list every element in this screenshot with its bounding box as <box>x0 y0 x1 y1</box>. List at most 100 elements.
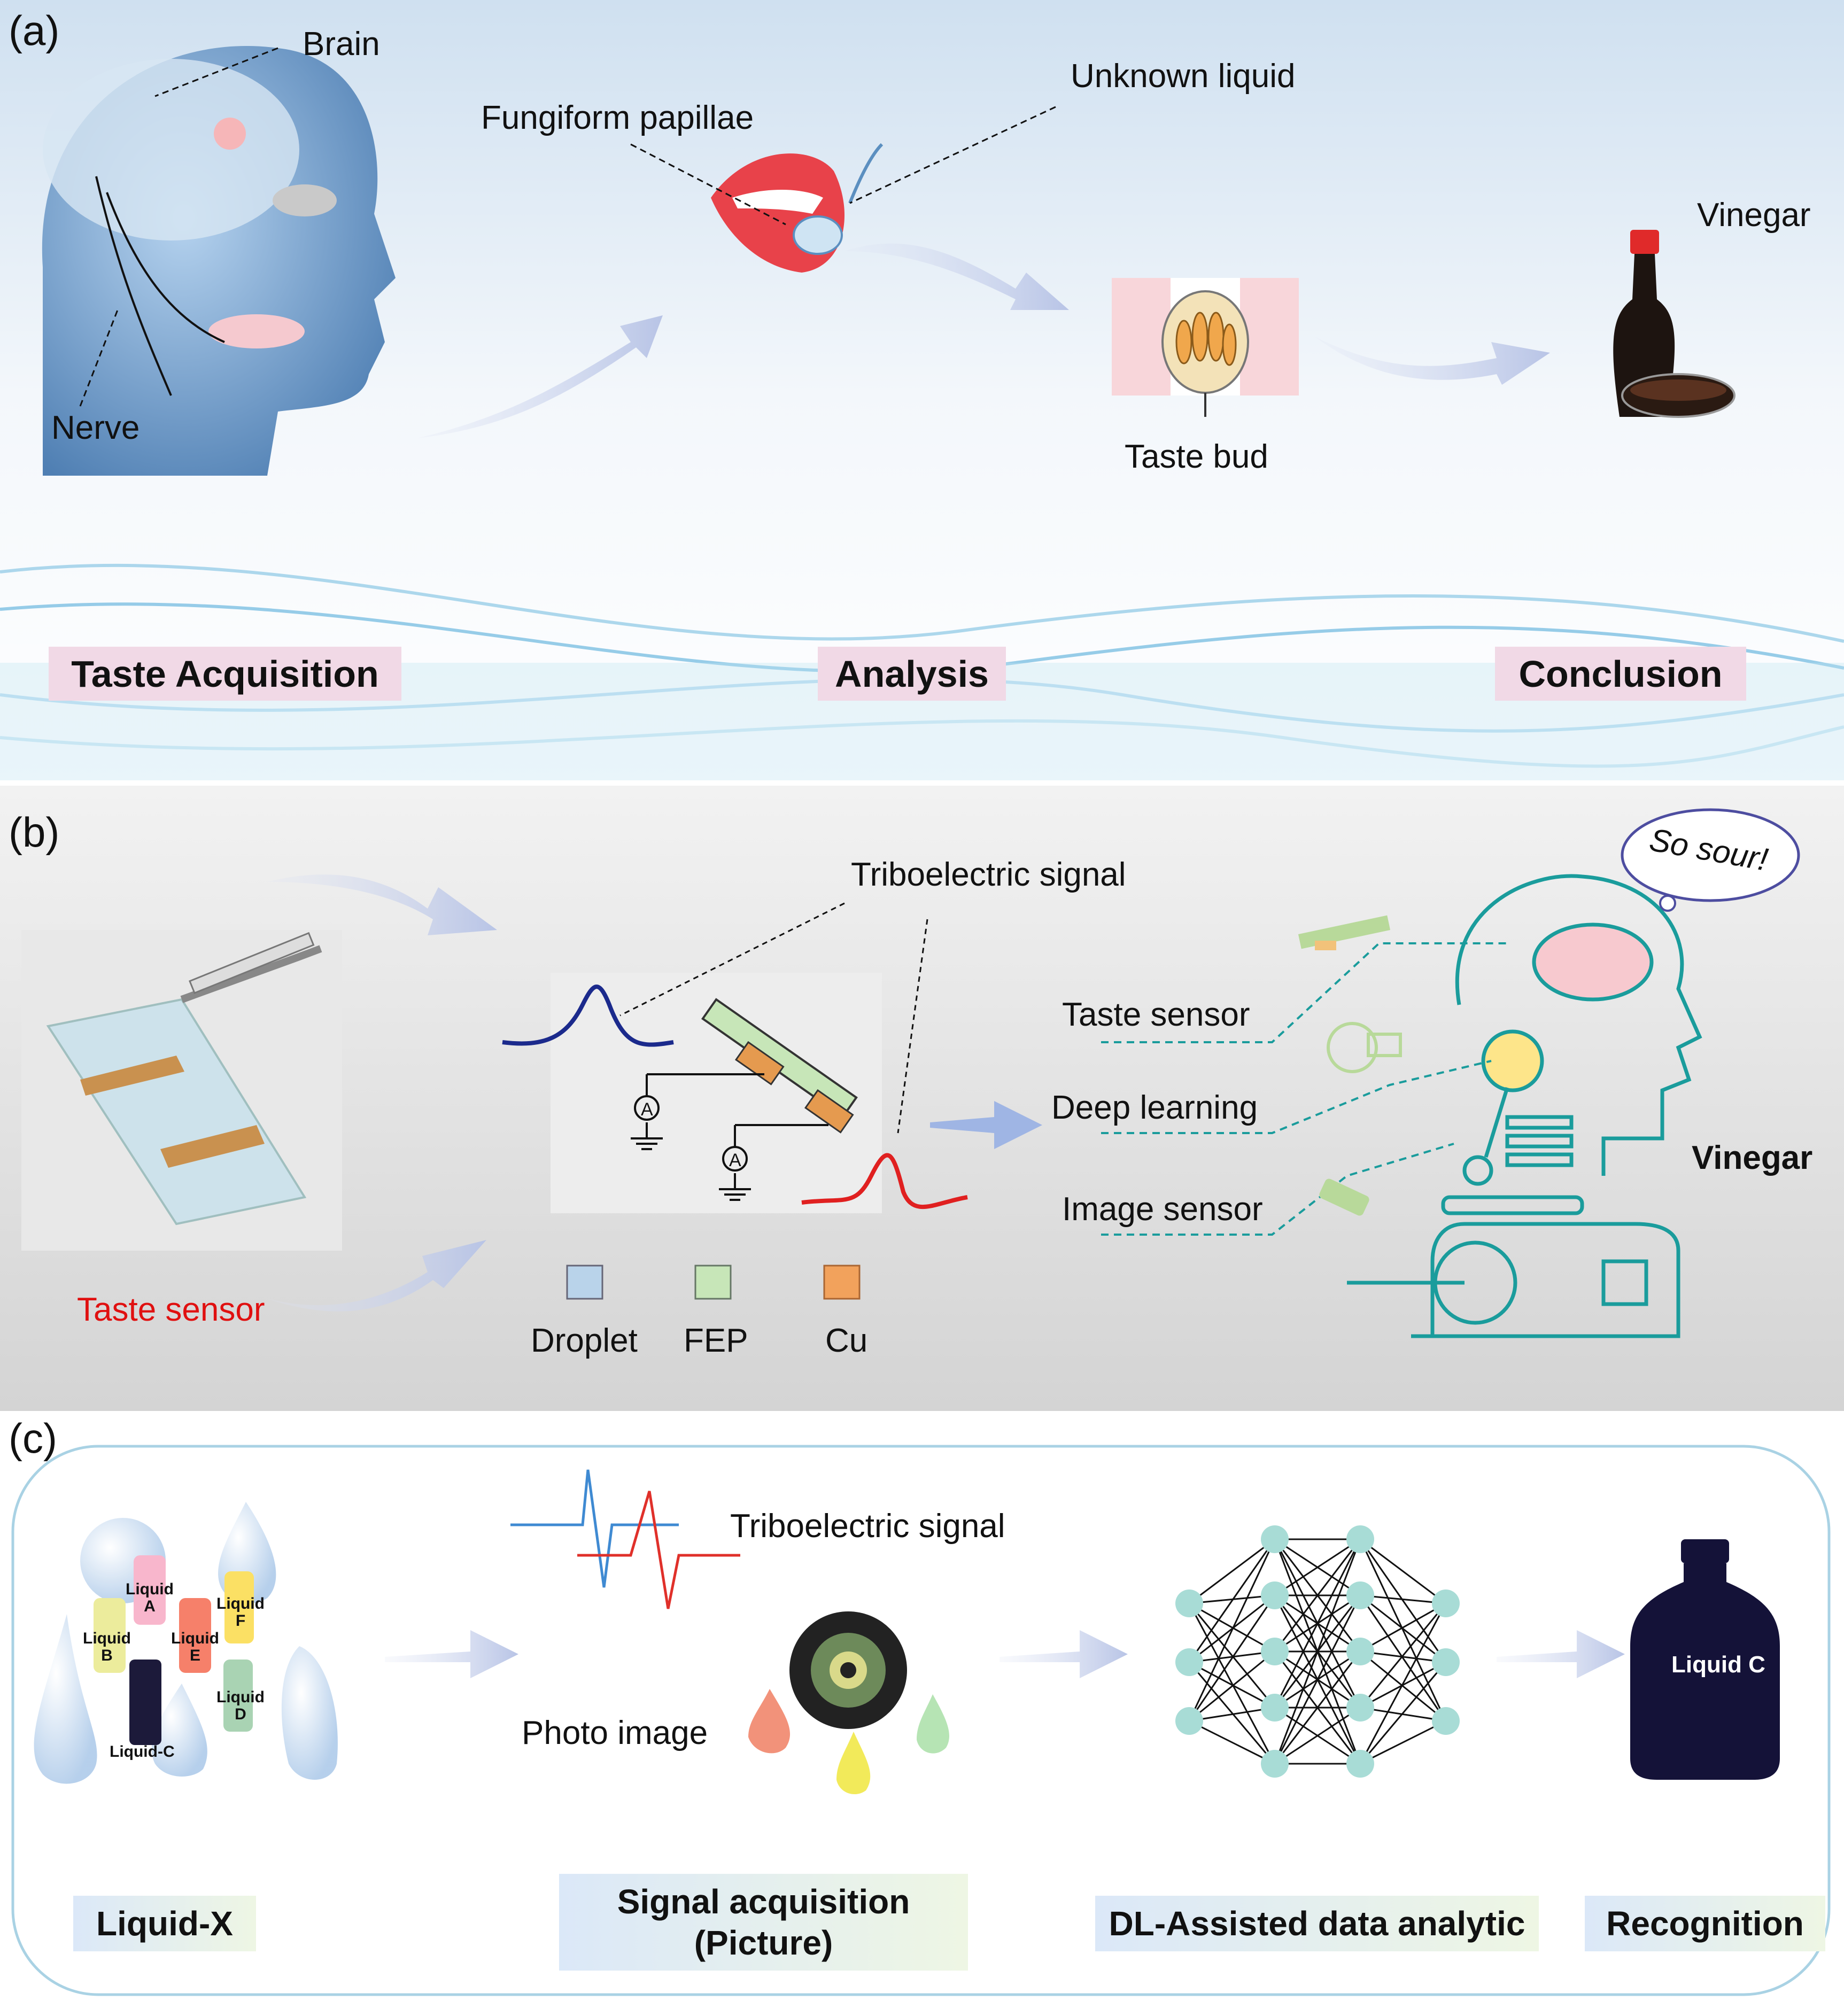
brain-icon <box>43 59 299 241</box>
nn-connection <box>1189 1602 1275 1653</box>
ai-robot-head-illustration <box>1347 874 1702 1338</box>
image-sensor-mini-icon <box>1319 1178 1369 1216</box>
nn-node <box>1432 1707 1460 1735</box>
arrow-icon <box>844 243 1069 310</box>
nn-node <box>1261 1638 1289 1665</box>
arrow-icon <box>385 1630 518 1678</box>
step-recognition: Recognition <box>1585 1896 1825 1951</box>
nn-connection <box>1274 1707 1361 1765</box>
bottle-label-id: A <box>144 1597 156 1615</box>
liquid-c-bottle-label: Liquid C <box>1671 1651 1765 1678</box>
nn-node <box>1346 1638 1374 1665</box>
nn-connection <box>1189 1661 1275 1709</box>
nn-connection <box>1274 1539 1361 1764</box>
nn-node <box>1261 1694 1289 1722</box>
nn-connection <box>1188 1603 1276 1764</box>
blue-signal-wave <box>502 984 674 1047</box>
nn-connection <box>1360 1650 1446 1722</box>
bottle-label-liquid-c: Liquid-C <box>110 1743 175 1761</box>
arrow-icon <box>267 1240 486 1312</box>
nn-connection <box>1360 1538 1446 1604</box>
nn-connection <box>1360 1602 1446 1653</box>
nn-connection <box>1188 1662 1276 1764</box>
nn-connection <box>1189 1720 1275 1765</box>
nn-node <box>1175 1648 1203 1676</box>
taste-bud-illustration <box>1112 278 1299 417</box>
vinegar-bottle-illustration <box>1613 230 1735 418</box>
bottle-label-text: Liquid <box>216 1595 265 1612</box>
nn-connection <box>1274 1539 1361 1708</box>
legend-swatch-droplet <box>566 1265 603 1300</box>
stage-conclusion: Conclusion <box>1495 647 1746 701</box>
arrow-icon <box>930 1101 1042 1149</box>
nn-connection <box>1360 1650 1446 1663</box>
bottle-label-id: E <box>189 1646 200 1664</box>
ammeter-label: A <box>641 1099 653 1120</box>
triboelectric-circuit <box>502 902 968 1213</box>
label-brain: Brain <box>303 26 380 63</box>
triboelectric-signal-plot <box>510 1469 740 1609</box>
nn-node <box>1346 1581 1374 1609</box>
speech-bubble-icon <box>1621 808 1800 912</box>
nn-connection <box>1274 1538 1361 1596</box>
step-signal-acquisition: Signal acquisition (Picture) <box>559 1874 968 1971</box>
nn-node <box>1261 1581 1289 1609</box>
step-liquid-x: Liquid-X <box>73 1896 256 1951</box>
camera-lens-icon <box>789 1611 907 1729</box>
legend-label-droplet: Droplet <box>531 1322 638 1359</box>
stage-taste-acquisition: Taste Acquisition <box>49 647 401 701</box>
label-c-triboelectric-signal: Triboelectric signal <box>730 1508 1005 1545</box>
taste-sensor-mini-icon <box>1298 915 1391 950</box>
arrow-icon <box>1315 337 1550 385</box>
nn-connection <box>1359 1539 1447 1663</box>
nn-node <box>1432 1648 1460 1676</box>
arrow-icon <box>417 315 663 438</box>
nn-connection <box>1274 1539 1361 1652</box>
nn-connection <box>1189 1707 1275 1722</box>
nn-node <box>1346 1694 1374 1722</box>
panel-c-label: (c) <box>9 1415 57 1462</box>
nn-connection <box>1188 1595 1276 1722</box>
nn-connection <box>1359 1603 1447 1708</box>
nn-node <box>1261 1525 1289 1553</box>
label-ai-deep-learning: Deep learning <box>1051 1089 1258 1126</box>
ai-connector-lines <box>1101 942 1507 1236</box>
step-dl-analytic: DL-Assisted data analytic <box>1095 1896 1539 1951</box>
nn-connection <box>1274 1595 1361 1764</box>
nn-connection <box>1359 1603 1447 1764</box>
nn-connection <box>1360 1707 1446 1722</box>
bottle-label-id: D <box>235 1705 246 1723</box>
bottle-label-text: Liquid <box>216 1688 265 1706</box>
nn-connection <box>1359 1539 1447 1722</box>
label-taste-sensor-device: Taste sensor <box>77 1291 265 1328</box>
deep-learning-mini-icon <box>1327 1022 1402 1073</box>
nn-connection <box>1360 1594 1446 1604</box>
human-head-illustration <box>42 46 396 476</box>
mouth-illustration <box>630 106 1056 273</box>
arrow-icon <box>267 874 497 935</box>
liquid-bottles <box>94 1555 254 1745</box>
nn-connection <box>1359 1662 1447 1764</box>
nn-node <box>1346 1750 1374 1778</box>
ammeter-icon <box>722 1146 748 1172</box>
stage-analysis: Analysis <box>818 647 1006 701</box>
nn-connection <box>1274 1651 1361 1764</box>
label-triboelectric-signal: Triboelectric signal <box>851 856 1126 893</box>
arrow-icon <box>1000 1630 1128 1678</box>
nn-node <box>1261 1750 1289 1778</box>
legend-label-fep: FEP <box>684 1322 748 1359</box>
nn-node <box>1175 1707 1203 1735</box>
red-signal-wave <box>801 1153 968 1209</box>
bottle-label-id: F <box>235 1611 246 1630</box>
colored-droplets <box>748 1689 949 1795</box>
bottle-label-text: Liquid <box>83 1630 131 1647</box>
bottle-label-id: B <box>101 1646 113 1664</box>
label-result-vinegar: Vinegar <box>1692 1139 1813 1176</box>
legend-swatch-cu <box>823 1265 861 1300</box>
arrow-icon <box>1497 1630 1625 1678</box>
